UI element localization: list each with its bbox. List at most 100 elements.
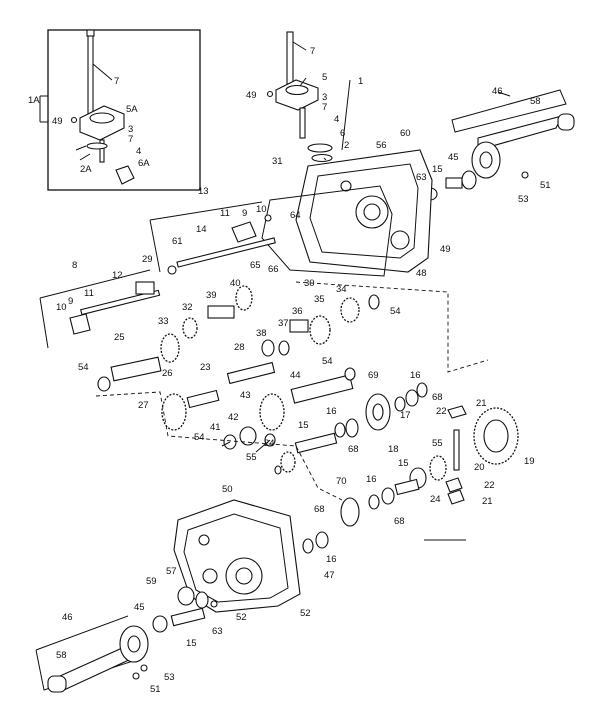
gear-train xyxy=(95,281,489,501)
label-27: 27 xyxy=(138,400,149,411)
label-68a: 68 xyxy=(432,392,443,403)
label-22b: 22 xyxy=(484,480,495,491)
label-14: 14 xyxy=(196,224,207,235)
label-6: 6 xyxy=(340,128,345,139)
inset-assembly-1a xyxy=(39,29,201,191)
label-3: 3 xyxy=(128,124,133,135)
label-25: 25 xyxy=(114,332,125,343)
label-58-top: 58 xyxy=(530,96,541,107)
label-24b: 24 xyxy=(430,494,441,505)
label-47: 47 xyxy=(324,570,335,581)
label-21b: 21 xyxy=(482,496,493,507)
label-12: 12 xyxy=(112,270,123,281)
axle-assembly-bottom xyxy=(35,586,218,693)
label-15-bot: 15 xyxy=(186,638,197,649)
label-15-low: 15 xyxy=(398,458,409,469)
label-63-top: 63 xyxy=(416,172,427,183)
label-10a: 10 xyxy=(256,204,267,215)
label-70: 70 xyxy=(336,476,347,487)
label-16b: 16 xyxy=(326,406,337,417)
label-49-top: 49 xyxy=(246,90,257,101)
label-61: 61 xyxy=(172,236,183,247)
label-16d: 16 xyxy=(326,554,337,565)
label-1a: 1A xyxy=(28,95,40,106)
shift-assembly-top xyxy=(266,31,351,163)
label-54d: 54 xyxy=(194,432,205,443)
label-65: 65 xyxy=(250,260,261,271)
label-53-low: 53 xyxy=(164,672,175,683)
label-7b: 7 xyxy=(128,134,133,145)
label-32: 32 xyxy=(182,302,193,313)
case-half-bottom xyxy=(173,499,301,613)
label-9a: 9 xyxy=(242,208,247,219)
label-52b: 52 xyxy=(300,608,311,619)
shift-fork-assembly-8 xyxy=(39,269,161,349)
label-46-low: 46 xyxy=(62,612,73,623)
label-16c: 16 xyxy=(366,474,377,485)
label-16a: 16 xyxy=(410,370,421,381)
case-half-top xyxy=(295,149,433,273)
label-42: 42 xyxy=(228,412,239,423)
label-43: 43 xyxy=(240,390,251,401)
label-21a: 21 xyxy=(476,398,487,409)
label-2: 2 xyxy=(344,140,349,151)
label-17: 17 xyxy=(400,410,411,421)
label-68c: 68 xyxy=(394,516,405,527)
label-13: 13 xyxy=(198,186,209,197)
label-35: 35 xyxy=(314,294,325,305)
label-24a: 24 xyxy=(264,438,275,449)
label-19: 19 xyxy=(524,456,535,467)
label-10b: 10 xyxy=(56,302,67,313)
label-15-mid: 15 xyxy=(298,420,309,431)
label-41: 41 xyxy=(210,422,221,433)
label-2a: 2A xyxy=(80,164,92,175)
label-68d: 68 xyxy=(314,504,325,515)
label-20: 20 xyxy=(474,462,485,473)
label-7-top: 7 xyxy=(310,46,315,57)
label-37: 37 xyxy=(278,318,289,329)
label-55b: 55 xyxy=(432,438,443,449)
label-7: 7 xyxy=(114,76,119,87)
label-26: 26 xyxy=(162,368,173,379)
label-52a: 52 xyxy=(236,612,247,623)
label-49-mid: 49 xyxy=(440,244,451,255)
label-39: 39 xyxy=(206,290,217,301)
gasket xyxy=(261,185,393,277)
label-53-top: 53 xyxy=(518,194,529,205)
label-63-low: 63 xyxy=(212,626,223,637)
label-51-top: 51 xyxy=(540,180,551,191)
label-34: 34 xyxy=(336,284,347,295)
label-22a: 22 xyxy=(436,406,447,417)
label-38: 38 xyxy=(256,328,267,339)
label-69: 69 xyxy=(368,370,379,381)
label-46-top: 46 xyxy=(492,86,503,97)
label-64: 64 xyxy=(290,210,301,221)
label-30: 30 xyxy=(304,278,315,289)
label-11b: 11 xyxy=(84,288,94,299)
label-54b: 54 xyxy=(78,362,89,373)
label-58-low: 58 xyxy=(56,650,67,661)
label-36: 36 xyxy=(292,306,303,317)
label-3-top: 3 xyxy=(322,92,327,103)
label-59: 59 xyxy=(146,576,157,587)
label-23: 23 xyxy=(200,362,211,373)
label-1: 1 xyxy=(358,76,363,87)
label-66: 66 xyxy=(268,264,279,275)
label-28: 28 xyxy=(234,342,245,353)
label-11a: 11 xyxy=(220,208,230,219)
label-49: 49 xyxy=(52,116,63,127)
label-54c: 54 xyxy=(322,356,333,367)
label-45-top: 45 xyxy=(448,152,459,163)
differential-assembly xyxy=(394,405,519,505)
label-15-top: 15 xyxy=(432,164,443,175)
label-50: 50 xyxy=(222,484,233,495)
label-55a: 55 xyxy=(246,452,257,463)
label-29: 29 xyxy=(142,254,153,265)
label-45-low: 45 xyxy=(134,602,145,613)
label-40: 40 xyxy=(230,278,241,289)
label-9b: 9 xyxy=(68,296,73,307)
label-60: 60 xyxy=(400,128,411,139)
label-33: 33 xyxy=(158,316,169,327)
label-56: 56 xyxy=(376,140,387,151)
